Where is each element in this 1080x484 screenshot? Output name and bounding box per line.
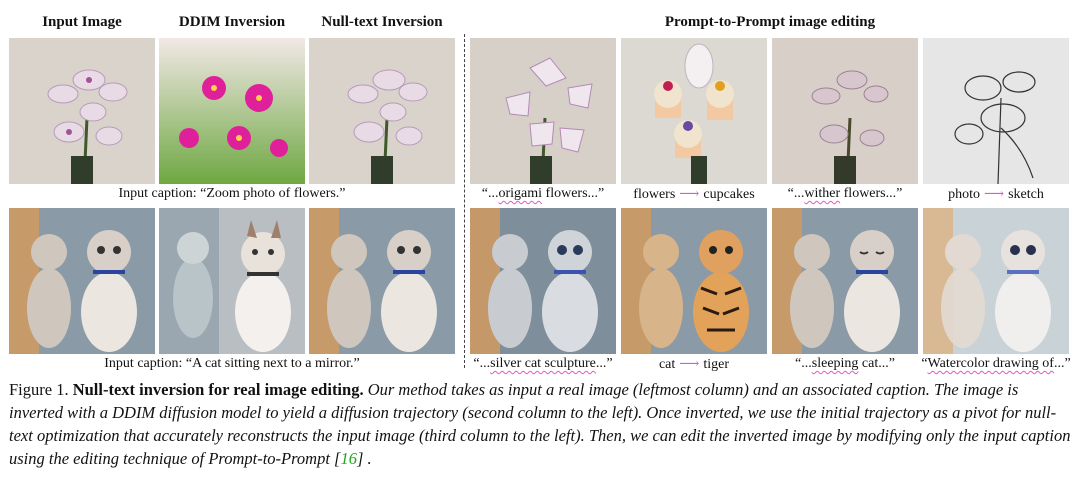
image-flower-wither (772, 38, 918, 184)
header-input-image: Input Image (42, 14, 122, 30)
edit-from: cat (658, 357, 676, 372)
figure-caption: Figure 1. Null-text inversion for real i… (9, 378, 1073, 470)
edit-caption-highlight: wither (804, 186, 841, 201)
image-flower-input (9, 38, 155, 184)
edit-from: photo (948, 187, 981, 202)
edit-to: sketch (1008, 187, 1044, 202)
edit-caption-pre: “ (921, 356, 928, 371)
edit-caption-pre: “... (473, 356, 491, 371)
image-cat-silver-sculpture (470, 208, 616, 354)
figure-body: Our method takes as input a real image (… (9, 380, 1071, 468)
edit-caption-origami: “...origami flowers...” (468, 186, 618, 202)
edit-caption-cat-to-tiger: cat⟶tiger (619, 356, 769, 373)
image-cat-sleeping (772, 208, 918, 354)
figure-title: Null-text inversion for real image editi… (72, 380, 364, 399)
arrow-icon: ⟶ (679, 357, 700, 372)
header-null-text-inversion: Null-text Inversion (321, 14, 443, 30)
edit-to: tiger (703, 357, 730, 372)
input-caption-flowers: Input caption: “Zoom photo of flowers.” (118, 186, 346, 201)
image-cat-nulltext (309, 208, 455, 354)
edit-caption-post: ...” (595, 356, 613, 371)
header-prompt-to-prompt: Prompt-to-Prompt image editing (664, 14, 876, 30)
image-cat-ddim (159, 208, 305, 354)
arrow-icon: ⟶ (679, 187, 700, 202)
input-caption-cat: Input caption: “A cat sitting next to a … (104, 356, 360, 371)
edit-to: cupcakes (703, 187, 755, 202)
edit-caption-post: cat...” (858, 356, 895, 371)
image-cat-tiger (621, 208, 767, 354)
edit-caption-watercolor: “Watercolor drawing of...” (921, 356, 1071, 372)
edit-caption-post: ...” (1053, 356, 1071, 371)
citation-link[interactable]: 16 (340, 449, 357, 468)
edit-caption-pre: “... (795, 356, 812, 371)
image-cat-input (9, 208, 155, 354)
image-flower-cupcakes (621, 38, 767, 184)
image-flower-sketch (923, 38, 1069, 184)
edit-caption-wither: “...wither flowers...” (770, 186, 920, 202)
edit-caption-pre: “... (481, 186, 499, 201)
image-flower-nulltext (309, 38, 455, 184)
edit-from: flowers (633, 187, 676, 202)
figure-body-tail: ] . (356, 449, 372, 468)
edit-caption-photo-to-sketch: photo⟶sketch (921, 186, 1071, 203)
figure-label: Figure 1. (9, 380, 69, 399)
edit-caption-sleeping-cat: “...sleeping cat...” (770, 356, 920, 372)
edit-caption-highlight: silver cat sculpture (490, 356, 596, 371)
edit-caption-highlight: Watercolor drawing of (927, 356, 1054, 371)
arrow-icon: ⟶ (984, 187, 1005, 202)
edit-caption-flowers-to-cupcakes: flowers⟶cupcakes (619, 186, 769, 203)
image-flower-ddim (159, 38, 305, 184)
header-ddim-inversion: DDIM Inversion (178, 14, 286, 30)
column-divider (464, 34, 465, 368)
image-cat-watercolor (923, 208, 1069, 354)
edit-caption-highlight: origami (498, 186, 543, 201)
edit-caption-pre: “... (787, 186, 805, 201)
edit-caption-highlight: sleeping (811, 356, 859, 371)
image-flower-origami (470, 38, 616, 184)
edit-caption-post: flowers...” (840, 186, 903, 201)
edit-caption-post: flowers...” (542, 186, 605, 201)
edit-caption-silver-cat: “...silver cat sculpture...” (468, 356, 618, 372)
